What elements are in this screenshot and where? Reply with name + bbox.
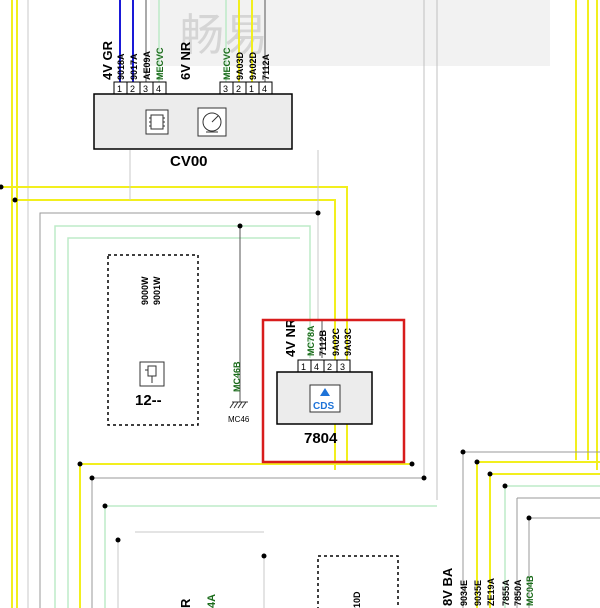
c7804-wire-4: 9A03C	[343, 327, 353, 356]
component-7804[interactable]: 4V NR MC78A 7112B 9A02C 9A03C 1 4 2 3 CD…	[276, 318, 373, 447]
cv00-wire-8: 7112A	[261, 53, 271, 80]
watermark: 畅易	[180, 11, 268, 60]
cds-icon: CDS	[309, 384, 341, 413]
bottom-right-wire-1: 9034E	[459, 580, 469, 606]
bottom-left-partial: R	[178, 598, 193, 608]
component-bottom-right[interactable]: 8V BA 9034E 9035E ZE19A 7855A 7850A MC04…	[440, 567, 535, 606]
c7804-pin-4: 3	[340, 362, 345, 372]
bottom-left-wire: 4A	[206, 594, 218, 608]
component-bottom-left[interactable]: R 4A	[178, 594, 218, 608]
cv00-pin-b3: 1	[249, 84, 254, 94]
ground-mc46[interactable]: MC46B MC46	[228, 361, 250, 424]
c12-wire-2: 9001W	[152, 276, 162, 305]
junction-dots	[0, 184, 532, 559]
c7804-pin-1: 1	[301, 362, 306, 372]
cv00-wire-6: 9A03D	[235, 51, 245, 80]
cv00-pin-a1: 1	[117, 84, 122, 94]
ground-wire-label: MC46B	[232, 361, 242, 392]
bottom-right-wire-5: 7850A	[513, 579, 523, 606]
bottom-right-wire-3: ZE19A	[486, 577, 496, 606]
cv00-body	[93, 93, 293, 150]
cv00-title: CV00	[170, 153, 208, 170]
c7804-wire-1: MC78A	[306, 325, 316, 356]
ground-label: MC46	[228, 415, 250, 424]
c7804-title: 7804	[304, 430, 338, 447]
cds-badge: CDS	[313, 401, 334, 412]
injector-icon	[139, 361, 165, 387]
cv00-wire-4: MECVC	[155, 47, 165, 80]
cv00-pin-a4: 4	[156, 84, 161, 94]
highlight-box	[261, 318, 406, 464]
cv00-wire-1: 9018A	[116, 53, 126, 80]
gauge-icon	[197, 107, 227, 137]
header-strip	[150, 0, 550, 66]
cv00-conn-a-label: 4V GR	[100, 40, 115, 80]
cv00-conn-b-label: 6V NR	[178, 41, 193, 80]
cv00-wire-2: 9017A	[129, 53, 139, 80]
cv00-wire-7: 9A02D	[248, 51, 258, 80]
c12-title: 12--	[135, 392, 162, 409]
cv00-pin-b1: 3	[223, 84, 228, 94]
bottom-right-wire-6: MC04B	[525, 575, 535, 606]
bottom-mid-wire: 10D	[352, 591, 362, 608]
c7804-pin-3: 2	[327, 362, 332, 372]
component-cv00[interactable]: 4V GR 9018A 9017A AE09A MECVC 6V NR MECV…	[93, 0, 293, 170]
c7804-wire-2: 7112B	[318, 329, 328, 356]
component-bottom-mid[interactable]: 10D	[317, 555, 399, 608]
cv00-pin-a3: 3	[143, 84, 148, 94]
cv00-pin-b2: 2	[236, 84, 241, 94]
cv00-pin-a2: 2	[130, 84, 135, 94]
cv00-wire-3: AE09A	[142, 50, 152, 80]
c7804-wire-3: 9A02C	[331, 327, 341, 356]
bottom-right-label: 8V BA	[440, 567, 455, 606]
c7804-pin-2: 4	[314, 362, 319, 372]
c12-wire-1: 9000W	[140, 276, 150, 305]
cv00-pin-b4: 4	[262, 84, 267, 94]
chip-icon	[145, 109, 169, 135]
bottom-right-wire-2: 9035E	[473, 580, 483, 606]
cv00-wire-5: MECVC	[222, 47, 232, 80]
component-12[interactable]: 9000W 9001W 12--	[107, 254, 199, 426]
bottom-right-wire-4: 7855A	[501, 579, 511, 606]
c7804-conn-label: 4V NR	[283, 318, 298, 357]
